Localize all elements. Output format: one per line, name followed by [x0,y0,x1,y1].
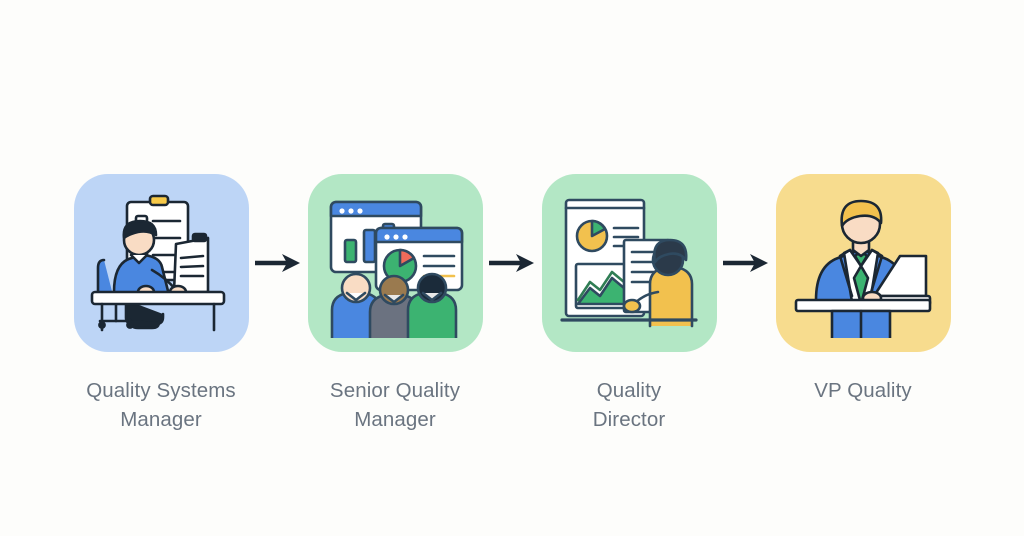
arrow-right-icon [723,254,768,272]
person-at-desk-with-checklist-icon [90,194,226,332]
step-label-quality-director: Quality Director [592,379,666,432]
arrow-right-icon [255,254,300,272]
executive-at-laptop-icon [794,199,932,338]
flow-step-quality-systems-manager[interactable]: Quality Systems Manager [73,174,249,434]
flow-step-quality-director[interactable]: Quality Director [541,174,717,434]
team-reviewing-dashboards-icon [329,200,464,338]
step-label-quality-systems-manager: Quality Systems Manager [86,379,236,432]
flow-step-senior-quality-manager[interactable]: Senior Quality Manager [307,174,483,434]
step-card-quality-systems-manager[interactable] [73,174,249,352]
flow-connector-3 [717,174,776,352]
step-label-vp-quality: VP Quality [814,379,912,402]
step-card-quality-director[interactable] [541,174,717,352]
flow-connector-1 [249,174,308,352]
arrow-right-icon [489,254,534,272]
person-presenting-reports-icon [560,198,698,328]
flow-step-vp-quality[interactable]: VP Quality [775,174,951,405]
step-label-senior-quality-manager: Senior Quality Manager [329,379,461,432]
flow-connector-2 [483,174,542,352]
step-card-senior-quality-manager[interactable] [307,174,483,352]
step-card-vp-quality[interactable] [775,174,951,352]
